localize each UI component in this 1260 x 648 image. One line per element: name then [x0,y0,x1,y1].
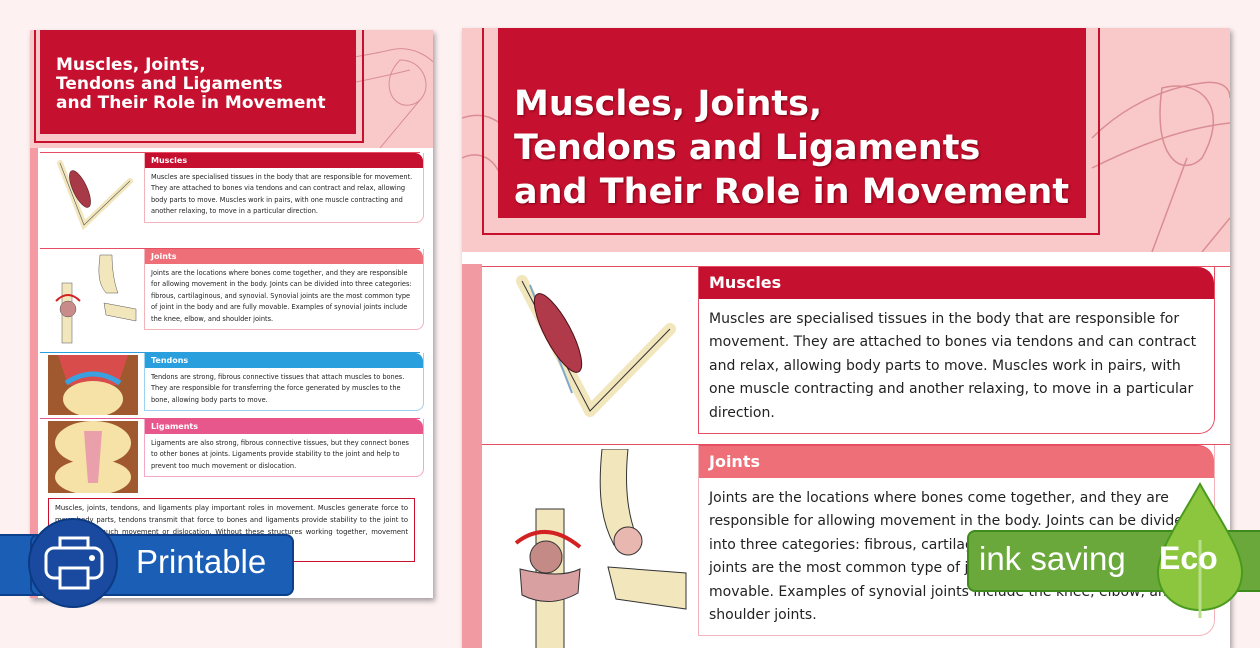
ligaments-text: Ligaments are also strong, fibrous conne… [151,439,409,470]
section-muscles: Muscles Muscles are specialised tissues … [40,152,424,249]
ligaments-heading: Ligaments [145,419,423,434]
section-tendons: Tendons Tendons are strong, fibrous conn… [40,352,424,419]
printable-badge[interactable]: Printable [0,518,294,608]
printer-icon [44,536,104,590]
header-banner-large: Muscles, Joints, Tendons and Ligaments a… [462,28,1230,252]
side-stripe [30,148,38,598]
page-title-large: Muscles, Joints, Tendons and Ligaments a… [498,28,1086,218]
tendons-card: Tendons Tendons are strong, fibrous conn… [144,353,424,412]
header-banner: Muscles, Joints, Tendons and Ligaments a… [30,30,433,148]
worksheet-preview-zoomed[interactable]: Muscles, Joints, Tendons and Ligaments a… [462,28,1230,648]
muscle-illustration-large [516,275,676,417]
muscle-illustration [57,160,133,231]
eco-label: Eco [1159,540,1218,576]
muscles-card-large: Muscles Muscles are specialised tissues … [698,267,1215,435]
worksheet-preview-thumbnail[interactable]: Muscles, Joints, Tendons and Ligaments a… [30,30,433,598]
printable-label: Printable [136,543,267,580]
ink-saving-label: ink saving [979,540,1126,577]
joints-text: Joints are the locations where bones com… [151,269,412,323]
section-ligaments: Ligaments Ligaments are also strong, fib… [40,418,424,497]
ligaments-card: Ligaments Ligaments are also strong, fib… [144,419,424,478]
ligaments-illustration [48,421,138,493]
joints-heading: Joints [145,249,423,264]
joints-illustration-large [514,449,687,648]
page-title: Muscles, Joints, Tendons and Ligaments a… [40,30,356,134]
tendons-heading: Tendons [145,353,423,368]
joints-heading-large: Joints [699,445,1214,478]
arm-outline-decoration-large [462,81,1230,252]
muscles-heading-large: Muscles [699,267,1214,299]
section-joints: Joints Joints are the locations where bo… [40,248,424,353]
tendons-illustration [48,355,138,415]
muscles-text-large: Muscles are specialised tissues in the b… [709,311,1197,421]
title-frame [34,30,364,143]
muscles-heading: Muscles [145,153,423,168]
muscles-card: Muscles Muscles are specialised tissues … [144,153,424,223]
joints-illustration [55,254,137,344]
eco-ink-saving-badge[interactable]: ink saving Eco [965,480,1260,630]
tendons-text: Tendons are strong, fibrous connective t… [151,373,405,404]
title-frame-large [482,28,1100,235]
muscles-text: Muscles are specialised tissues in the b… [151,173,413,216]
side-stripe-large [462,264,482,648]
section-muscles-large: Muscles Muscles are specialised tissues … [482,266,1230,445]
joints-card: Joints Joints are the locations where bo… [144,249,424,331]
leaf-icon [1156,481,1244,618]
